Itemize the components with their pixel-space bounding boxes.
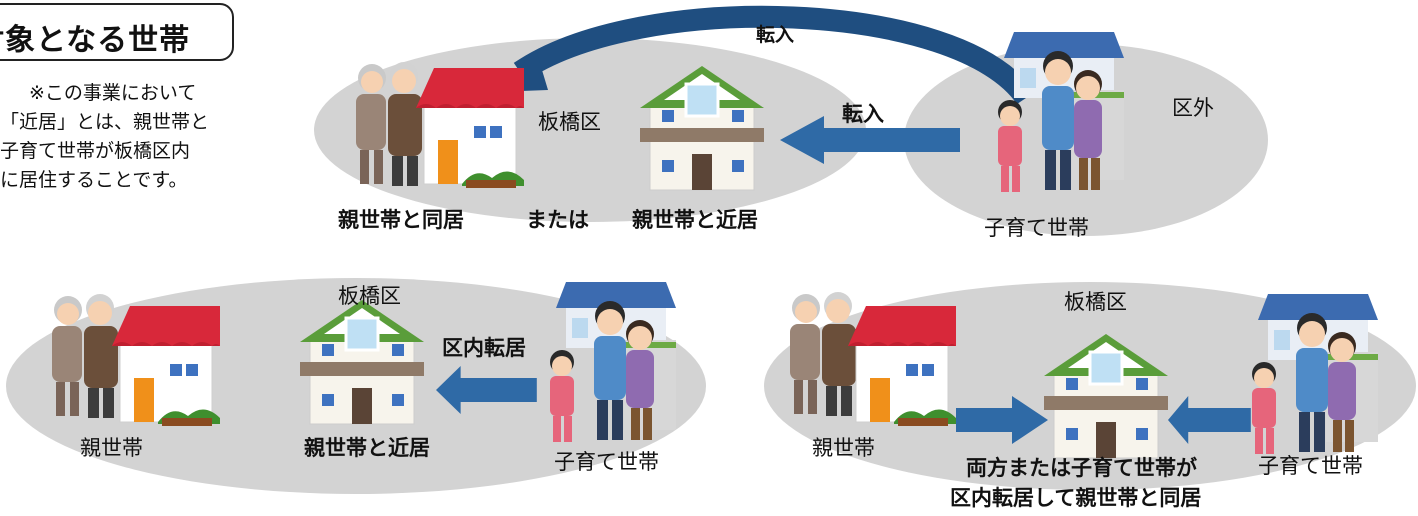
region-label-itabashi: 板橋区 [538, 110, 601, 134]
caption-near: 親世帯と近居 [632, 208, 758, 232]
region-label-itabashi: 板橋区 [1064, 290, 1127, 314]
family-with-blue-house-icon [1252, 294, 1378, 454]
title-box: 対象となる世帯 [0, 3, 234, 61]
caption-main-line-1: 両方または子育て世帯が [966, 456, 1197, 480]
caption-or: または [526, 208, 589, 232]
caption-near: 親世帯と近居 [304, 436, 430, 460]
arrow-label-intra-move: 区内転居 [442, 336, 526, 360]
region-label-outside: 区外 [1172, 96, 1214, 120]
note-line: ※この事業において [29, 82, 197, 104]
caption-child-household: 子育て世帯 [1258, 454, 1363, 478]
page-title: 対象となる世帯 [0, 23, 191, 58]
note-line: に居住することです。 [0, 169, 188, 191]
caption-child-household: 子育て世帯 [554, 450, 659, 474]
caption-cohabit: 親世帯と同居 [338, 208, 464, 232]
straight-arrow-label: 転入 [842, 102, 884, 126]
caption-main-line-2: 区内転居して親世帯と同居 [950, 486, 1202, 510]
arc-arrow-label: 転入 [756, 24, 795, 46]
arc-arrow-icon [513, 5, 1036, 105]
caption-child-household: 子育て世帯 [984, 216, 1089, 240]
note-line: 子育て世帯が板橋区内 [0, 140, 191, 162]
definition-note: ※この事業において 「近居」とは、親世帯と 子育て世帯が板橋区内 に居住すること… [0, 79, 260, 195]
family-with-blue-house-icon [550, 282, 676, 442]
red-roof-house-icon [111, 305, 221, 427]
red-roof-house-icon [415, 67, 525, 189]
red-roof-house-icon [847, 305, 957, 427]
caption-parent-household: 親世帯 [812, 436, 875, 460]
caption-parent-household: 親世帯 [80, 436, 143, 460]
region-label-itabashi: 板橋区 [338, 284, 401, 308]
family-with-blue-house-icon [998, 32, 1124, 192]
note-line: 「近居」とは、親世帯と [0, 111, 210, 133]
